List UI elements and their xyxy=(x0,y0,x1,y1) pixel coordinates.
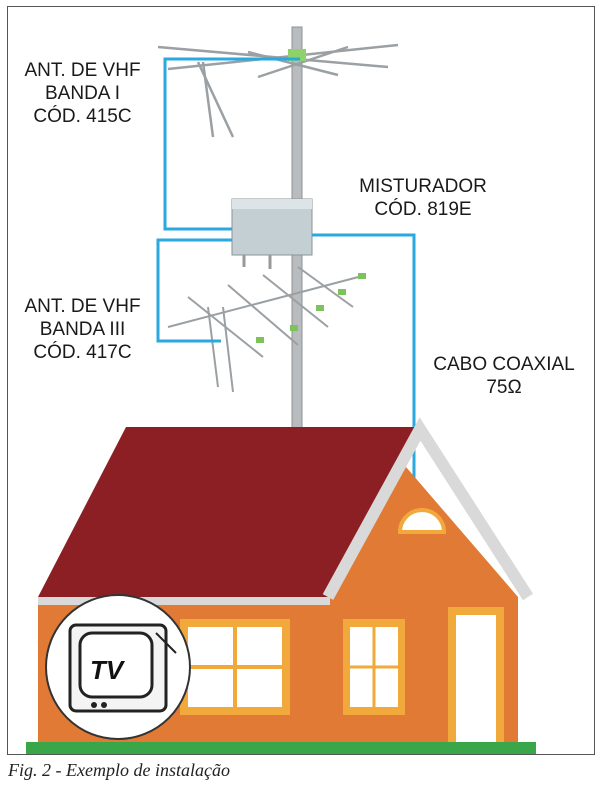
vhf3-line-2: BANDA III xyxy=(10,318,155,341)
cable-line-1: CABO COAXIAL xyxy=(420,353,588,376)
right-window xyxy=(343,619,405,715)
vhf1-line-3: CÓD. 415C xyxy=(10,105,155,128)
tv-inset: TV xyxy=(46,595,190,739)
left-window xyxy=(180,619,290,715)
label-mixer: MISTURADOR CÓD. 819E xyxy=(343,175,503,221)
vhf3-line-3: CÓD. 417C xyxy=(10,341,155,364)
cable-line-2: 75Ω xyxy=(420,376,588,399)
door xyxy=(448,607,504,745)
ground xyxy=(26,742,536,754)
mixer-line-2: CÓD. 819E xyxy=(343,198,503,221)
vhf1-line-2: BANDA I xyxy=(10,82,155,105)
figure-frame: TV ANT. DE VHF BANDA I CÓD. 415C MISTURA… xyxy=(7,6,595,755)
vhf1-line-1: ANT. DE VHF xyxy=(10,59,155,82)
tv-label: TV xyxy=(90,655,126,685)
label-vhf-band-1: ANT. DE VHF BANDA I CÓD. 415C xyxy=(10,59,155,128)
label-vhf-band-3: ANT. DE VHF BANDA III CÓD. 417C xyxy=(10,295,155,364)
vhf3-line-1: ANT. DE VHF xyxy=(10,295,155,318)
label-coaxial-cable: CABO COAXIAL 75Ω xyxy=(420,353,588,399)
mixer-line-1: MISTURADOR xyxy=(343,175,503,198)
figure-caption: Fig. 2 - Exemplo de instalação xyxy=(8,760,230,781)
vhf-band-3-antenna xyxy=(168,267,366,392)
